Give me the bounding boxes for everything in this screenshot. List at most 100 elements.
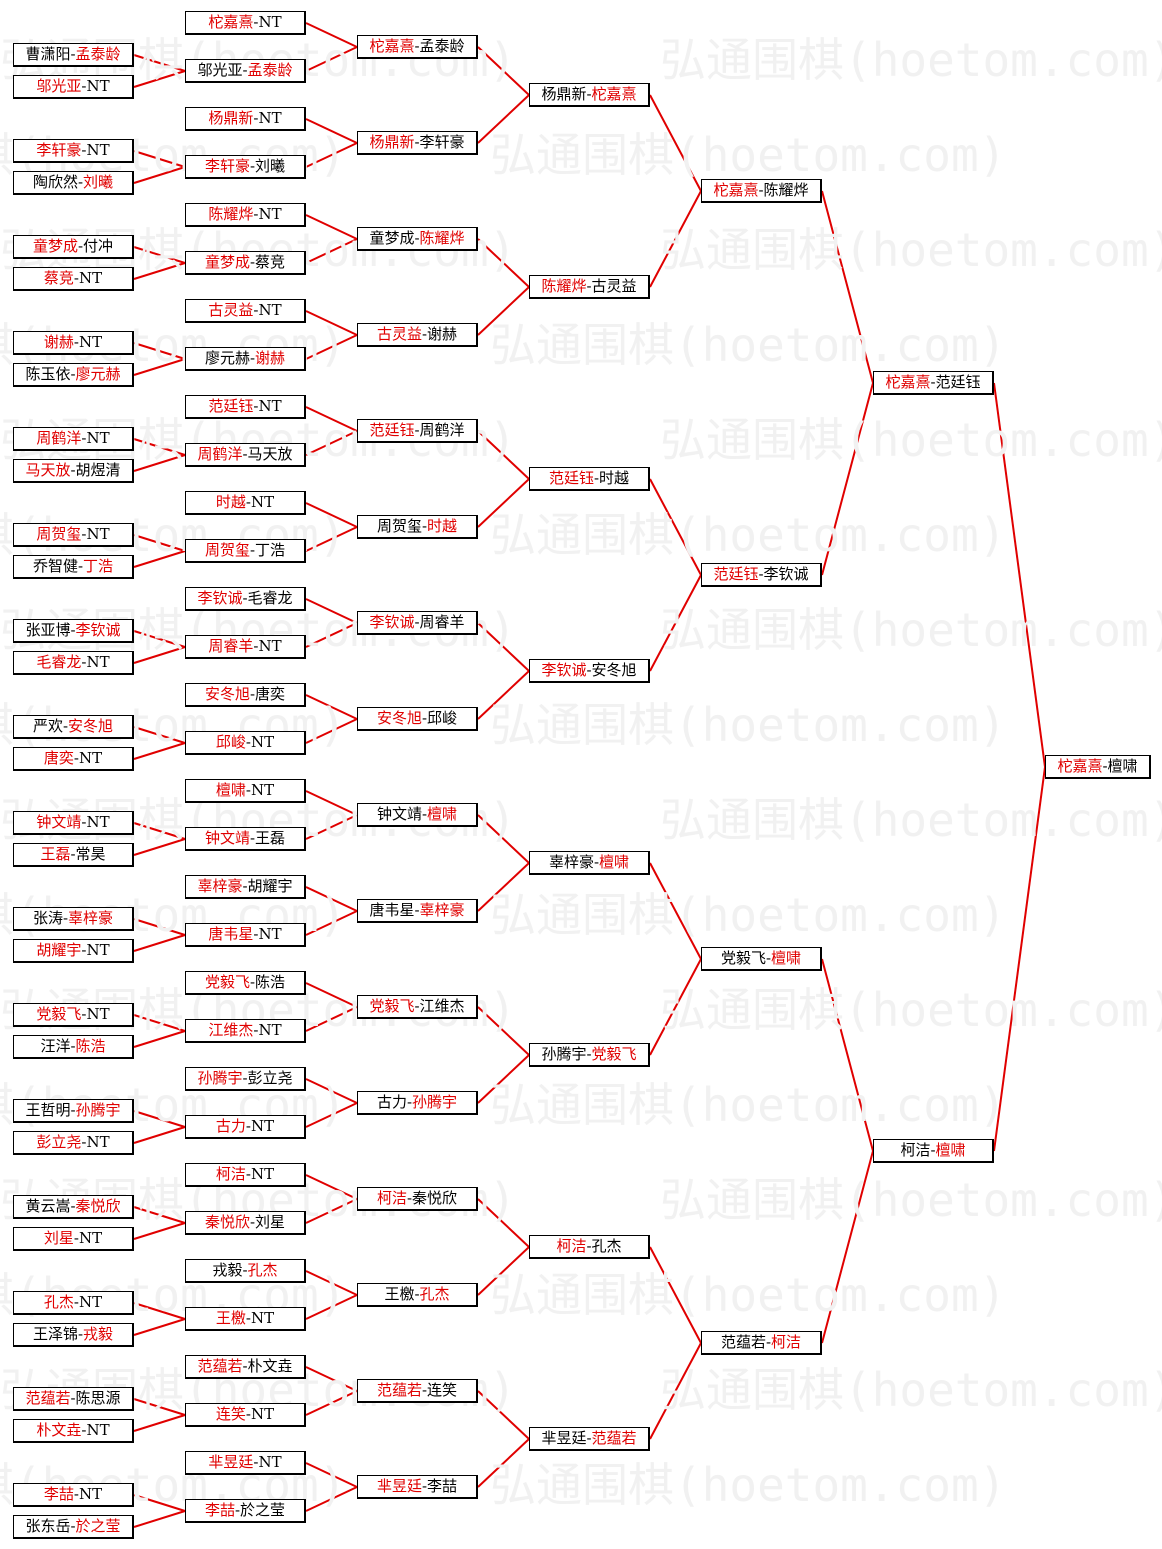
- match-box: 邬光亚-NT: [13, 75, 134, 99]
- connector-line: [133, 166, 186, 184]
- player-b-name: 陈浩: [75, 1037, 106, 1055]
- player-a-name: 周贺玺: [376, 517, 422, 535]
- match-box: 柯洁-檀啸: [873, 1139, 994, 1163]
- separator-dash: -: [77, 237, 84, 255]
- separator-dash: -: [414, 901, 420, 919]
- player-b-name: NT: [86, 141, 110, 159]
- player-b-name: 戎毅: [83, 1325, 114, 1343]
- separator-dash: -: [586, 1045, 592, 1063]
- separator-dash: -: [414, 37, 420, 55]
- match-box: 张涛-辜梓豪: [13, 907, 134, 931]
- connector-line: [133, 1414, 186, 1432]
- player-b-name: NT: [250, 1309, 275, 1327]
- separator-dash: -: [758, 565, 764, 583]
- player-b-name: 安冬旭: [68, 717, 114, 735]
- match-box: 童梦成-付冲: [13, 235, 134, 259]
- player-b-name: NT: [78, 1293, 103, 1311]
- match-box: 李轩豪-NT: [13, 139, 134, 163]
- player-a-name: 安冬旭: [376, 709, 422, 727]
- player-b-name: 辜梓豪: [68, 909, 114, 927]
- player-a-name: 孔杰: [43, 1293, 74, 1311]
- connector-line: [305, 1006, 358, 1032]
- player-b-name: 檀啸: [1107, 757, 1138, 775]
- match-box: 张东岳-於之莹: [13, 1515, 134, 1539]
- separator-dash: -: [81, 1133, 87, 1151]
- connector-line: [305, 1294, 358, 1320]
- connector-line: [133, 438, 186, 456]
- player-a-name: 张亚博: [25, 621, 71, 639]
- player-b-name: 丁浩: [83, 557, 114, 575]
- connector-line: [305, 334, 358, 360]
- connector-line: [649, 190, 702, 288]
- player-b-name: NT: [86, 1005, 110, 1023]
- connector-line: [305, 406, 358, 432]
- player-b-name: 陈思源: [75, 1389, 121, 1407]
- player-a-name: 谢赫: [43, 333, 74, 351]
- connector-line: [993, 382, 1046, 768]
- player-a-name: 党毅飞: [369, 997, 415, 1015]
- match-box: 陈耀烨-古灵益: [529, 275, 650, 299]
- match-box: 李喆-於之莹: [185, 1499, 306, 1523]
- match-box: 曹潇阳-孟泰龄: [13, 43, 134, 67]
- separator-dash: -: [414, 997, 420, 1015]
- player-a-name: 古灵益: [376, 325, 422, 343]
- player-b-name: 檀啸: [599, 853, 630, 871]
- match-box: 杨鼎新-NT: [185, 107, 306, 131]
- match-box: 辜梓豪-檀啸: [529, 851, 650, 875]
- connector-line: [821, 1150, 874, 1344]
- player-b-name: 邱峻: [427, 709, 458, 727]
- separator-dash: -: [249, 349, 256, 367]
- player-b-name: NT: [258, 13, 282, 31]
- player-b-name: 秦悦欣: [75, 1197, 121, 1215]
- player-b-name: 檀啸: [427, 805, 458, 823]
- player-a-name: 范廷钰: [208, 397, 254, 415]
- match-box: 乔智健-丁浩: [13, 555, 134, 579]
- player-b-name: NT: [86, 653, 110, 671]
- player-b-name: NT: [258, 637, 282, 655]
- separator-dash: -: [70, 1197, 76, 1215]
- player-a-name: 汪洋: [40, 1037, 71, 1055]
- player-b-name: 孔杰: [591, 1237, 622, 1255]
- separator-dash: -: [245, 493, 251, 511]
- match-box: 李钦诚-毛睿龙: [185, 587, 306, 611]
- player-b-name: NT: [86, 525, 110, 543]
- player-b-name: 孟泰龄: [75, 45, 121, 63]
- player-b-name: NT: [250, 781, 275, 799]
- player-a-name: 唐韦星: [208, 925, 254, 943]
- match-box: 周贺玺-时越: [357, 515, 478, 539]
- player-a-name: 毛睿龙: [36, 653, 82, 671]
- connector-line: [305, 1078, 358, 1104]
- player-b-name: 安冬旭: [591, 661, 637, 679]
- match-box: 杨鼎新-柁嘉熹: [529, 83, 650, 107]
- separator-dash: -: [245, 1405, 251, 1423]
- match-box: 芈昱廷-NT: [185, 1451, 306, 1475]
- separator-dash: -: [77, 557, 84, 575]
- match-box: 柯洁-NT: [185, 1163, 306, 1187]
- connector-line: [821, 382, 874, 576]
- match-box: 芈昱廷-李喆: [357, 1475, 478, 1499]
- player-b-name: 陈耀烨: [763, 181, 809, 199]
- match-box: 李喆-NT: [13, 1483, 134, 1507]
- separator-dash: -: [421, 1381, 428, 1399]
- player-b-name: 朴文垚: [247, 1357, 293, 1375]
- player-a-name: 李轩豪: [204, 157, 250, 175]
- separator-dash: -: [765, 949, 772, 967]
- player-b-name: 唐奕: [255, 685, 286, 703]
- match-box: 蔡竞-NT: [13, 267, 134, 291]
- player-b-name: 古灵益: [591, 277, 637, 295]
- player-b-name: 刘曦: [83, 173, 114, 191]
- player-b-name: 孟泰龄: [247, 61, 293, 79]
- separator-dash: -: [421, 1477, 428, 1495]
- match-box: 毛睿龙-NT: [13, 651, 134, 675]
- match-box: 杨鼎新-李轩豪: [357, 131, 478, 155]
- connector-line: [305, 1366, 358, 1392]
- match-box: 胡耀宇-NT: [13, 939, 134, 963]
- player-a-name: 陈耀烨: [208, 205, 254, 223]
- player-b-name: 蔡竞: [255, 253, 286, 271]
- separator-dash: -: [242, 1069, 248, 1087]
- connector-line: [305, 1486, 358, 1512]
- player-b-name: NT: [250, 1117, 275, 1135]
- player-a-name: 李轩豪: [36, 141, 82, 159]
- player-a-name: 檀啸: [215, 781, 246, 799]
- separator-dash: -: [930, 1141, 936, 1159]
